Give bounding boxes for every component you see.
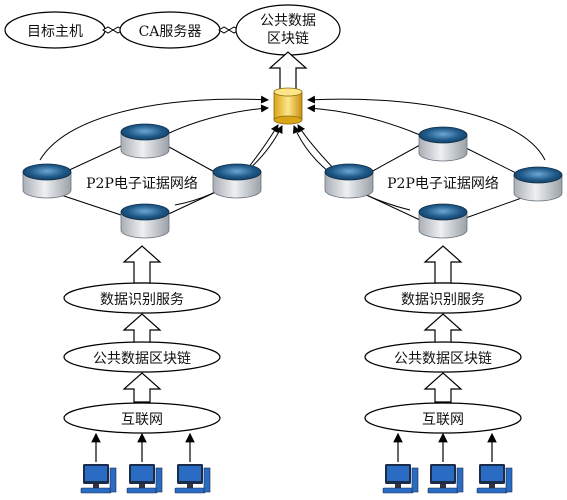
- left-computer-arrows: [91, 432, 195, 462]
- public-chain-top-line2: 区块链: [267, 31, 309, 47]
- computer-icon: [174, 464, 211, 494]
- right-p2p-label: P2P电子证据网络: [387, 176, 499, 192]
- right-public-chain-label: 公共数据区块链: [394, 351, 492, 367]
- storage-node-icon: [418, 203, 468, 239]
- right-arrow-chain-to-identify: [423, 313, 463, 344]
- computer-icon: [427, 464, 464, 494]
- target-host-node: 目标主机: [4, 11, 106, 49]
- database-icon: [273, 87, 303, 125]
- left-identify-service-label: 数据识别服务: [100, 292, 184, 308]
- right-computer-arrows: [393, 432, 497, 462]
- storage-node-icon: [120, 123, 170, 159]
- storage-node-icon: [22, 163, 72, 199]
- left-arrow-chain-to-identify: [122, 313, 162, 344]
- right-public-chain-node: 公共数据区块链: [364, 341, 522, 373]
- left-p2p-nodes: [22, 123, 262, 239]
- right-internet-node: 互联网: [364, 402, 522, 434]
- left-arrow-identify-to-p2p: [122, 245, 162, 284]
- ca-server-label: CA服务器: [139, 24, 202, 40]
- left-internet-node: 互联网: [63, 402, 221, 434]
- computer-icon: [476, 464, 513, 494]
- right-computers: [382, 464, 513, 494]
- computer-icon: [80, 464, 117, 494]
- right-identify-service-label: 数据识别服务: [401, 292, 485, 308]
- storage-node-icon: [324, 163, 374, 199]
- left-computers: [80, 464, 211, 494]
- storage-node-icon: [120, 203, 170, 239]
- right-arrow-internet-to-chain: [423, 372, 463, 403]
- left-public-chain-node: 公共数据区块链: [63, 341, 221, 373]
- target-host-label: 目标主机: [27, 24, 83, 40]
- right-arrow-identify-to-p2p: [423, 245, 463, 284]
- right-p2p-nodes: [324, 126, 563, 239]
- ca-server-node: CA服务器: [119, 11, 221, 49]
- public-chain-top-line1: 公共数据: [260, 13, 316, 29]
- computer-icon: [126, 464, 163, 494]
- storage-node-icon: [212, 163, 262, 199]
- public-chain-top-node: 公共数据 区块链: [235, 4, 341, 56]
- left-p2p-label: P2P电子证据网络: [86, 176, 198, 192]
- left-arrow-internet-to-chain: [122, 372, 162, 403]
- computer-icon: [382, 464, 419, 494]
- left-public-chain-label: 公共数据区块链: [93, 351, 191, 367]
- storage-node-icon: [418, 126, 468, 162]
- right-internet-label: 互联网: [422, 412, 464, 428]
- up-arrow-db-to-chain: [268, 51, 308, 93]
- left-identify-service-node: 数据识别服务: [63, 282, 221, 314]
- storage-node-icon: [513, 166, 563, 202]
- left-internet-label: 互联网: [121, 412, 163, 428]
- right-identify-service-node: 数据识别服务: [364, 282, 522, 314]
